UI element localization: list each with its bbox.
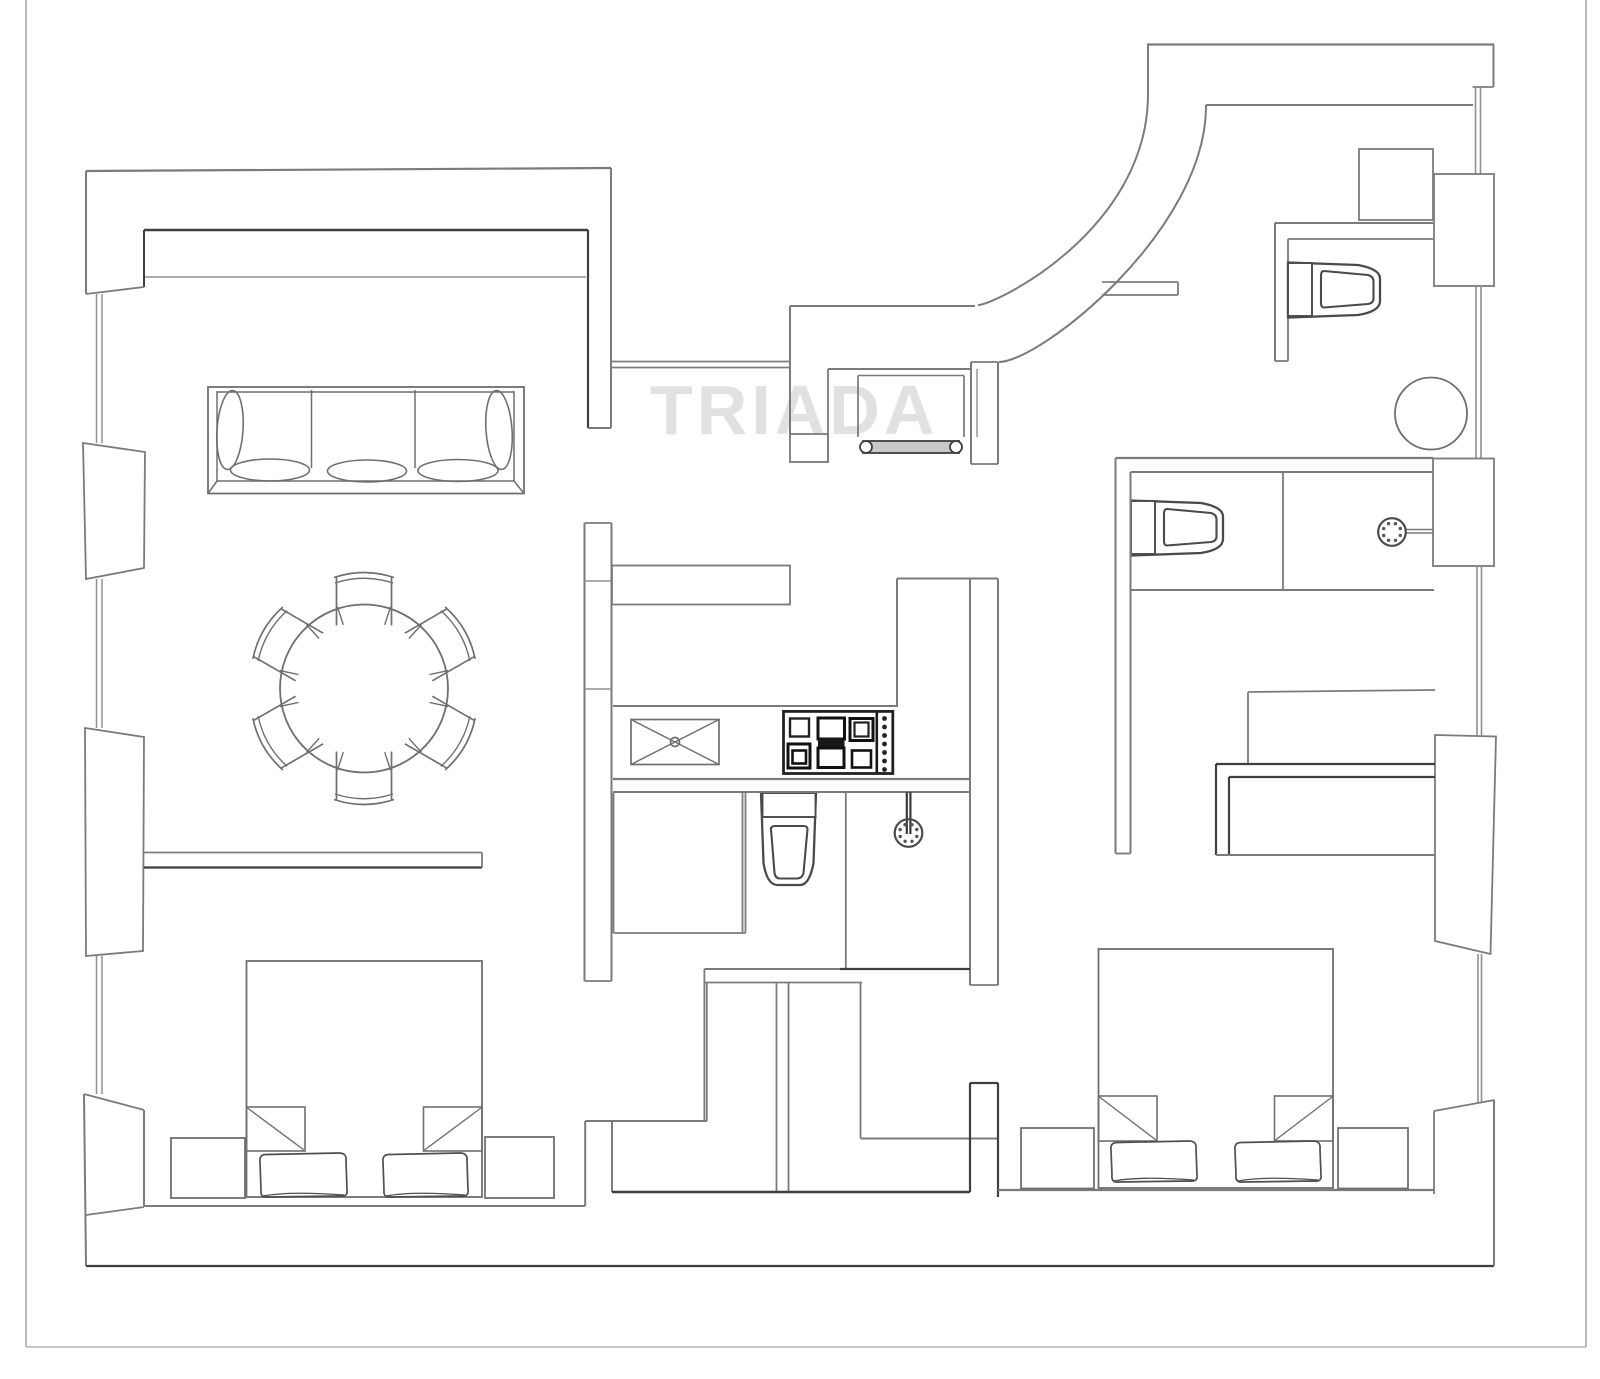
svg-text:TRIADA: TRIADA bbox=[650, 371, 938, 449]
